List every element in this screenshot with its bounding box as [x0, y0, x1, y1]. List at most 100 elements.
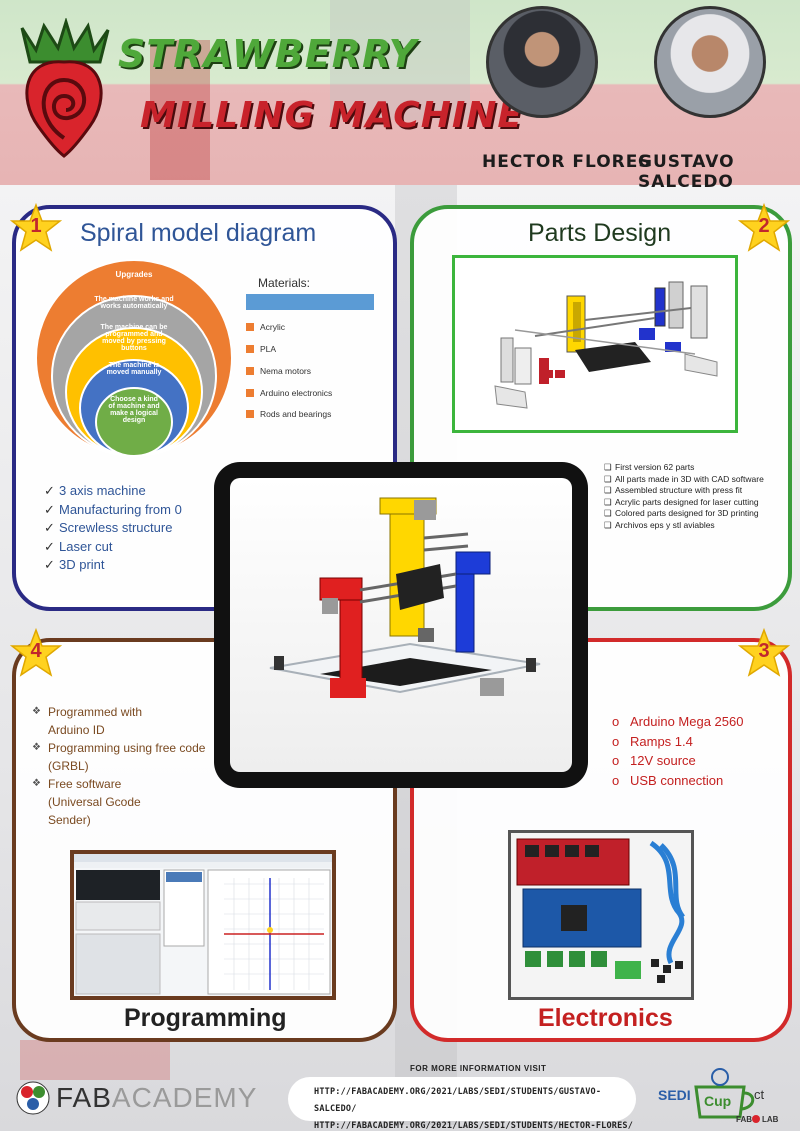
- urls-box: http://fabacademy.org/2021/labs/sedi/stu…: [288, 1077, 636, 1131]
- title-line-2: Milling Machine: [140, 95, 523, 136]
- features-list: ✓3 axis machine ✓Manufacturing from 0 ✓S…: [44, 482, 182, 575]
- electronics-photo: [508, 830, 694, 1000]
- star-icon: [9, 627, 63, 677]
- spiral-title: Spiral model diagram: [80, 219, 317, 247]
- star-number-4: 4: [30, 640, 42, 662]
- star-number-3: 3: [758, 640, 770, 662]
- exploded-parts-image: [452, 255, 738, 433]
- star-icon: [9, 202, 63, 252]
- more-info-title: For more information visit: [410, 1064, 547, 1073]
- gcode-sender-screenshot: [70, 850, 336, 1000]
- check-icon: ✓: [44, 557, 55, 572]
- url-link-gustavo[interactable]: http://fabacademy.org/2021/labs/sedi/stu…: [314, 1087, 602, 1114]
- url-link-hector[interactable]: http://fabacademy.org/2021/labs/sedi/stu…: [314, 1121, 634, 1131]
- list-item: ❖Free software (Universal Gcode Sender): [32, 777, 141, 827]
- ring-label-design: Choose a kind of machine and make a logi…: [108, 396, 160, 424]
- material-item: Nema motors: [246, 366, 311, 376]
- background-machine-part: [330, 0, 470, 120]
- checkbox-icon: ❑: [604, 519, 612, 530]
- ring-label-programmed: The machine can be programmed and moved …: [100, 324, 168, 352]
- list-item: ✓Screwless structure: [44, 519, 182, 538]
- machine-render-image: [230, 478, 572, 772]
- sedi-cup-text: Cup: [704, 1093, 732, 1109]
- star-number-1: 1: [30, 215, 42, 237]
- material-item: PLA: [246, 344, 276, 354]
- background-machine-part: [150, 40, 210, 180]
- fab-academy-logo: FABACADEMY: [16, 1081, 257, 1115]
- programming-title: Programming: [124, 1004, 287, 1032]
- avatar-hector: [486, 6, 598, 118]
- star-icon: [737, 627, 791, 677]
- material-label: PLA: [260, 344, 277, 354]
- circle-bullet-icon: o: [612, 772, 620, 788]
- check-icon: ✓: [44, 520, 55, 535]
- material-item: Arduino electronics: [246, 388, 332, 398]
- check-icon: ✓: [44, 501, 55, 517]
- checkbox-icon: ❑: [604, 485, 612, 496]
- ring-label-manual: The machine is moved manually: [106, 362, 162, 376]
- list-item: ❑Archivos eps y stl aviables: [604, 519, 715, 530]
- list-item: ❑Colored parts designed for 3D printing: [604, 508, 759, 519]
- material-item: Rods and bearings: [246, 409, 331, 419]
- ring-label-automatic: The machine works and works automaticall…: [94, 296, 174, 310]
- author-name-2: Gustavo Salcedo: [638, 152, 735, 192]
- list-item: ✓3D print: [44, 556, 182, 575]
- list-item: ❑All parts made in 3D with CAD software: [604, 473, 764, 484]
- material-label: Acrylic: [260, 322, 286, 332]
- electronics-title: Electronics: [538, 1004, 673, 1032]
- star-badge-3: 3: [737, 627, 791, 680]
- spiral-rings-graphic: [35, 259, 233, 457]
- list-item: ❑Acrylic parts designed for laser cuttin…: [604, 496, 759, 507]
- list-item: ❖Programmed with Arduino ID: [32, 705, 143, 737]
- list-item: ❑First version 62 parts: [604, 462, 695, 472]
- bullet-square-icon: [246, 367, 254, 375]
- ring-label-upgrades: Upgrades: [115, 270, 153, 279]
- machine-render-frame: [214, 462, 588, 788]
- title-line-1: Strawberry: [118, 32, 418, 76]
- checkbox-icon: ❑: [604, 462, 612, 472]
- list-item: ✓Laser cut: [44, 538, 182, 557]
- checkbox-icon: ❑: [604, 473, 612, 484]
- materials-bar: [246, 294, 374, 310]
- list-item: ❑Assembled structure with press fit: [604, 485, 743, 496]
- fab-logo-text-dark: FAB: [56, 1082, 112, 1113]
- author-name-1: Hector Flores: [482, 152, 652, 172]
- coffee-cup-icon: [694, 1068, 760, 1123]
- sedi-ct-text: ct: [754, 1087, 765, 1102]
- list-item: ❖Programming using free code (GRBL): [32, 741, 206, 773]
- programming-list: ❖Programmed with Arduino ID ❖Programming…: [32, 703, 218, 829]
- bullet-square-icon: [246, 389, 254, 397]
- star-number-2: 2: [758, 215, 770, 237]
- fab-logo-text-light: ACADEMY: [111, 1082, 258, 1113]
- star-badge-2: 2: [737, 202, 791, 255]
- circle-bullet-icon: o: [612, 753, 620, 768]
- circle-bullet-icon: o: [612, 733, 620, 749]
- star-badge-4: 4: [9, 627, 63, 680]
- materials-title: Materials:: [258, 276, 311, 290]
- diamond-bullet-icon: ❖: [32, 778, 41, 789]
- diamond-bullet-icon: ❖: [32, 742, 41, 753]
- circle-bullet-icon: o: [612, 714, 620, 729]
- avatar-gustavo: [654, 6, 766, 118]
- bullet-square-icon: [246, 323, 254, 331]
- strawberry-logo-icon: [20, 18, 110, 158]
- parts-notes-list: ❑First version 62 parts ❑All parts made …: [604, 462, 785, 532]
- list-item: ✓3 axis machine: [44, 482, 182, 501]
- bullet-square-icon: [246, 345, 254, 353]
- diamond-bullet-icon: ❖: [32, 706, 41, 717]
- bullet-square-icon: [246, 410, 254, 418]
- material-label: Arduino electronics: [260, 388, 333, 398]
- spiral-diagram: Upgrades The machine works and works aut…: [34, 258, 234, 458]
- sedi-text: SEDI: [658, 1087, 691, 1103]
- check-icon: ✓: [44, 483, 55, 498]
- parts-title: Parts Design: [528, 219, 672, 247]
- material-label: Nema motors: [260, 366, 312, 376]
- list-item: ✓Manufacturing from 0: [44, 501, 182, 520]
- sedi-cup-logo: SEDI Cup ct FAB LAB: [658, 1063, 782, 1125]
- star-icon: [737, 202, 791, 252]
